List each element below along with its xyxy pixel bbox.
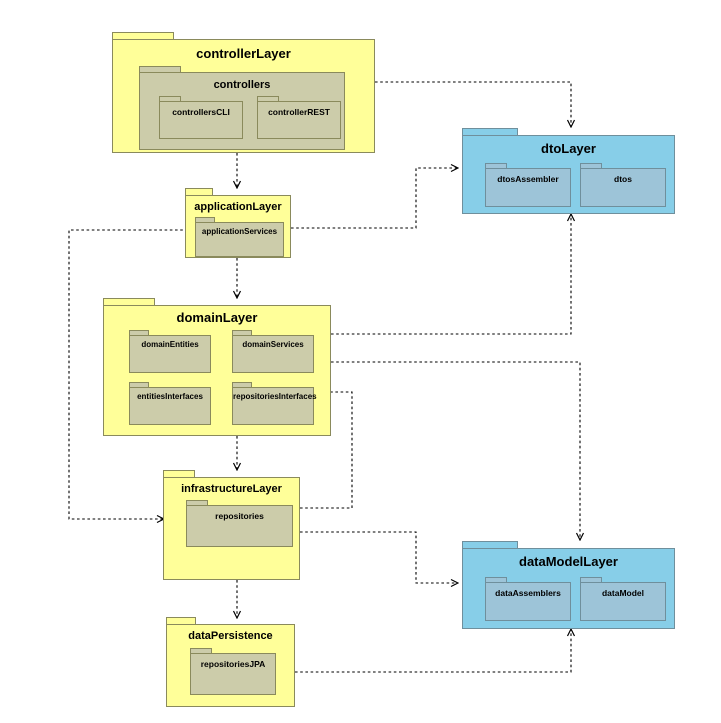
package-title-repositories: repositories	[215, 511, 264, 521]
package-title-domain-layer: domainLayer	[176, 310, 258, 325]
package-tab	[580, 163, 602, 169]
package-application-layer[interactable]: applicationLayer applicationServices	[185, 188, 291, 258]
connector-controllers-to-dtolayer	[375, 81, 571, 127]
connector-applicationlayer-to-dtolayer	[291, 168, 458, 229]
package-controllers[interactable]: controllers controllersCLI controllerRES…	[139, 66, 345, 150]
package-tab	[195, 217, 215, 223]
package-tab	[129, 330, 149, 336]
package-body: applicationLayer applicationServices	[185, 195, 291, 258]
package-tab	[257, 96, 279, 102]
package-tab	[462, 541, 518, 549]
package-data-model[interactable]: dataModel	[580, 577, 666, 621]
package-dto-layer[interactable]: dtoLayer dtosAssembler dtos	[462, 128, 675, 214]
package-title-dtos-assembler: dtosAssembler	[497, 174, 559, 184]
package-body: dataModelLayer dataAssemblers dataModel	[462, 548, 675, 629]
package-title-application-services: applicationServices	[201, 227, 278, 236]
package-title-controllers: controllers	[213, 79, 271, 91]
package-tab	[159, 96, 181, 102]
connector-domainlayer-to-datamodellayer	[331, 361, 580, 540]
package-tab	[129, 382, 149, 388]
package-tab	[103, 298, 155, 306]
package-repositories-interfaces[interactable]: repositoriesInterfaces	[232, 382, 317, 425]
package-controller-layer[interactable]: controllerLayer controllers controllersC…	[112, 32, 375, 153]
package-title-data-model: dataModel	[601, 588, 645, 598]
package-repositories[interactable]: repositories	[186, 500, 293, 547]
package-body: dtos	[580, 168, 666, 207]
package-title-repositories-jpa: repositoriesJPA	[200, 659, 266, 669]
package-body: controllersCLI	[159, 101, 243, 139]
package-body: domainEntities	[129, 335, 211, 373]
package-tab	[462, 128, 518, 136]
package-controllers-cli[interactable]: controllersCLI	[159, 96, 243, 139]
package-controller-rest[interactable]: controllerREST	[257, 96, 341, 139]
package-body: controllerREST	[257, 101, 341, 139]
connector-datapersistence-to-datamodellayer	[295, 629, 571, 673]
package-title-dto-layer: dtoLayer	[541, 141, 596, 156]
package-infrastructure-layer[interactable]: infrastructureLayer repositories	[163, 470, 300, 580]
package-body: infrastructureLayer repositories	[163, 477, 300, 580]
package-title-dtos: dtos	[614, 174, 632, 184]
package-body: entitiesInterfaces	[129, 387, 211, 425]
package-dtos[interactable]: dtos	[580, 163, 666, 207]
package-title-data-model-layer: dataModelLayer	[519, 554, 618, 569]
package-body: dtoLayer dtosAssembler dtos	[462, 135, 675, 214]
package-body: domainLayer domainEntities domainService…	[103, 305, 331, 436]
package-body: repositories	[186, 505, 293, 547]
package-data-persistence[interactable]: dataPersistence repositoriesJPA	[166, 617, 295, 707]
package-tab	[112, 32, 174, 40]
package-title-controllers-cli: controllersCLI	[172, 107, 230, 117]
package-title-domain-entities: domainEntities	[141, 340, 199, 349]
package-tab	[185, 188, 213, 196]
package-tab	[166, 617, 196, 625]
package-body: applicationServices	[195, 222, 284, 257]
package-title-repositories-interfaces: repositoriesInterfaces	[233, 392, 317, 401]
package-tab	[232, 382, 252, 388]
package-tab	[232, 330, 252, 336]
package-entities-interfaces[interactable]: entitiesInterfaces	[129, 382, 211, 425]
package-tab	[485, 577, 507, 583]
package-application-services[interactable]: applicationServices	[195, 217, 284, 257]
package-title-controller-layer: controllerLayer	[196, 46, 291, 61]
package-title-data-persistence: dataPersistence	[188, 630, 273, 642]
package-body: controllers controllersCLI controllerRES…	[139, 72, 345, 150]
package-tab	[485, 163, 507, 169]
package-tab	[139, 66, 181, 73]
package-title-infrastructure-layer: infrastructureLayer	[181, 483, 282, 495]
package-dtos-assembler[interactable]: dtosAssembler	[485, 163, 571, 207]
package-body: dtosAssembler	[485, 168, 571, 207]
package-title-application-layer: applicationLayer	[194, 201, 282, 213]
package-title-data-assemblers: dataAssemblers	[495, 588, 561, 598]
package-tab	[163, 470, 195, 478]
package-tab	[580, 577, 602, 583]
package-body: dataAssemblers	[485, 582, 571, 621]
package-domain-layer[interactable]: domainLayer domainEntities domainService…	[103, 298, 331, 436]
package-body: dataModel	[580, 582, 666, 621]
connector-repositories-to-datamodellayer	[300, 531, 458, 583]
package-body: repositoriesJPA	[190, 653, 276, 695]
package-title-controller-rest: controllerREST	[268, 107, 330, 117]
package-data-assemblers[interactable]: dataAssemblers	[485, 577, 571, 621]
package-title-entities-interfaces: entitiesInterfaces	[137, 392, 203, 401]
package-repositories-jpa[interactable]: repositoriesJPA	[190, 648, 276, 695]
package-body: dataPersistence repositoriesJPA	[166, 624, 295, 707]
package-body: domainServices	[232, 335, 314, 373]
package-title-domain-services: domainServices	[242, 340, 304, 349]
package-data-model-layer[interactable]: dataModelLayer dataAssemblers dataModel	[462, 541, 675, 629]
package-domain-entities[interactable]: domainEntities	[129, 330, 211, 373]
package-domain-services[interactable]: domainServices	[232, 330, 314, 373]
package-tab	[190, 648, 212, 654]
package-body: repositoriesInterfaces	[232, 387, 317, 425]
package-tab	[186, 500, 208, 506]
package-body: controllerLayer controllers controllersC…	[112, 39, 375, 153]
connector-domainservices-to-dtolayer	[331, 214, 571, 335]
